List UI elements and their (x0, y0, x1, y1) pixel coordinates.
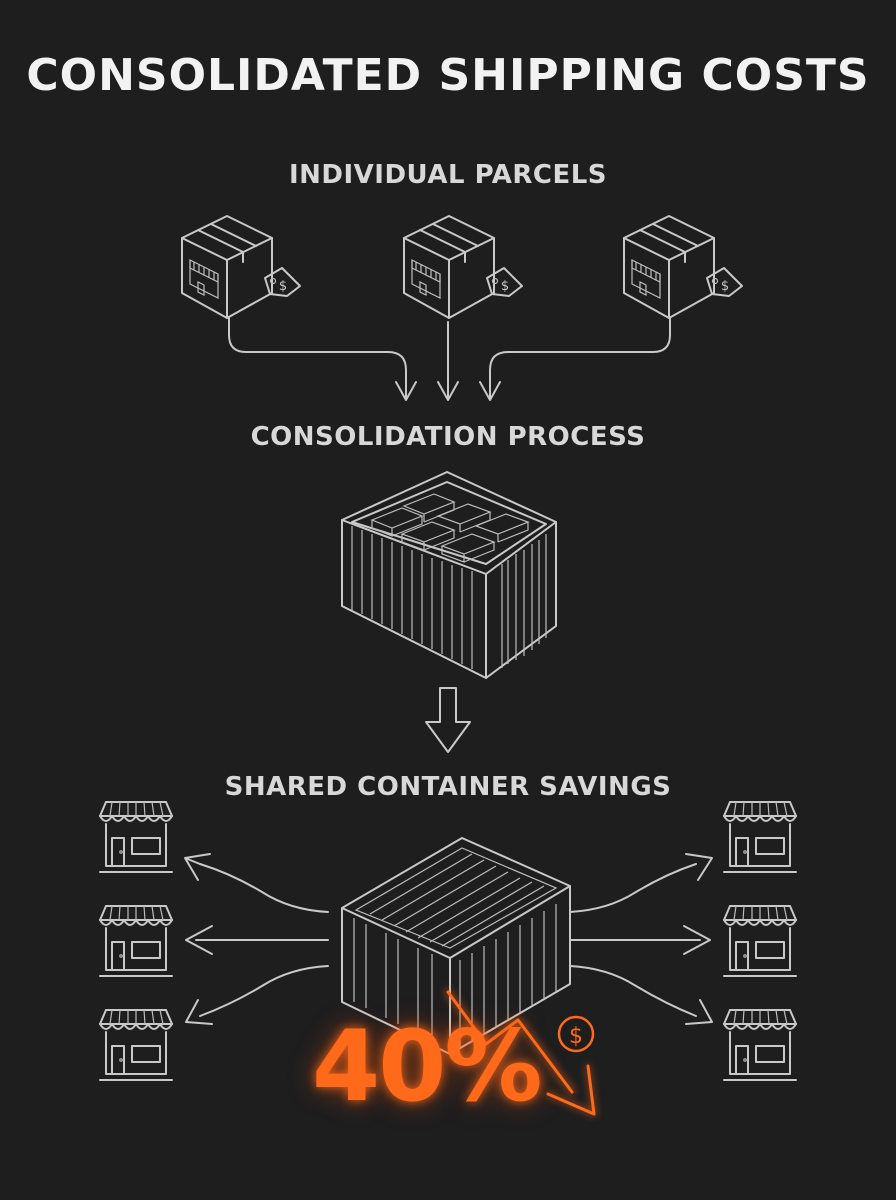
parcel-box-icon (403, 215, 523, 319)
storefront-icon (99, 1009, 173, 1081)
down-arrow-icon (425, 687, 471, 753)
stage-label-consolidation: CONSOLIDATION PROCESS (250, 422, 646, 452)
down-trend-arrow-icon (446, 990, 574, 1094)
shipping-container-icon (341, 471, 557, 679)
storefront-icon (99, 801, 173, 873)
savings-percent: 40% (312, 1010, 543, 1124)
parcel-box-icon (623, 215, 743, 319)
parcel-box-icon (181, 215, 301, 319)
shipping-container-icon (341, 837, 571, 1055)
storefront-icon (99, 905, 173, 977)
stage-label-shared: SHARED CONTAINER SAVINGS (224, 772, 672, 802)
stage-label-parcels: INDIVIDUAL PARCELS (288, 160, 608, 190)
distribution-arrows-left (184, 853, 329, 1025)
storefront-icon (723, 801, 797, 873)
storefront-icon (723, 905, 797, 977)
dollar-coin-icon: $ (557, 1015, 595, 1053)
flow-arrow (489, 317, 671, 399)
currency-symbol: $ (569, 1024, 583, 1049)
flow-arrow (228, 317, 407, 399)
page-title: CONSOLIDATED SHIPPING COSTS (26, 50, 870, 101)
storefront-icon (723, 1009, 797, 1081)
distribution-arrows-right (569, 853, 713, 1025)
